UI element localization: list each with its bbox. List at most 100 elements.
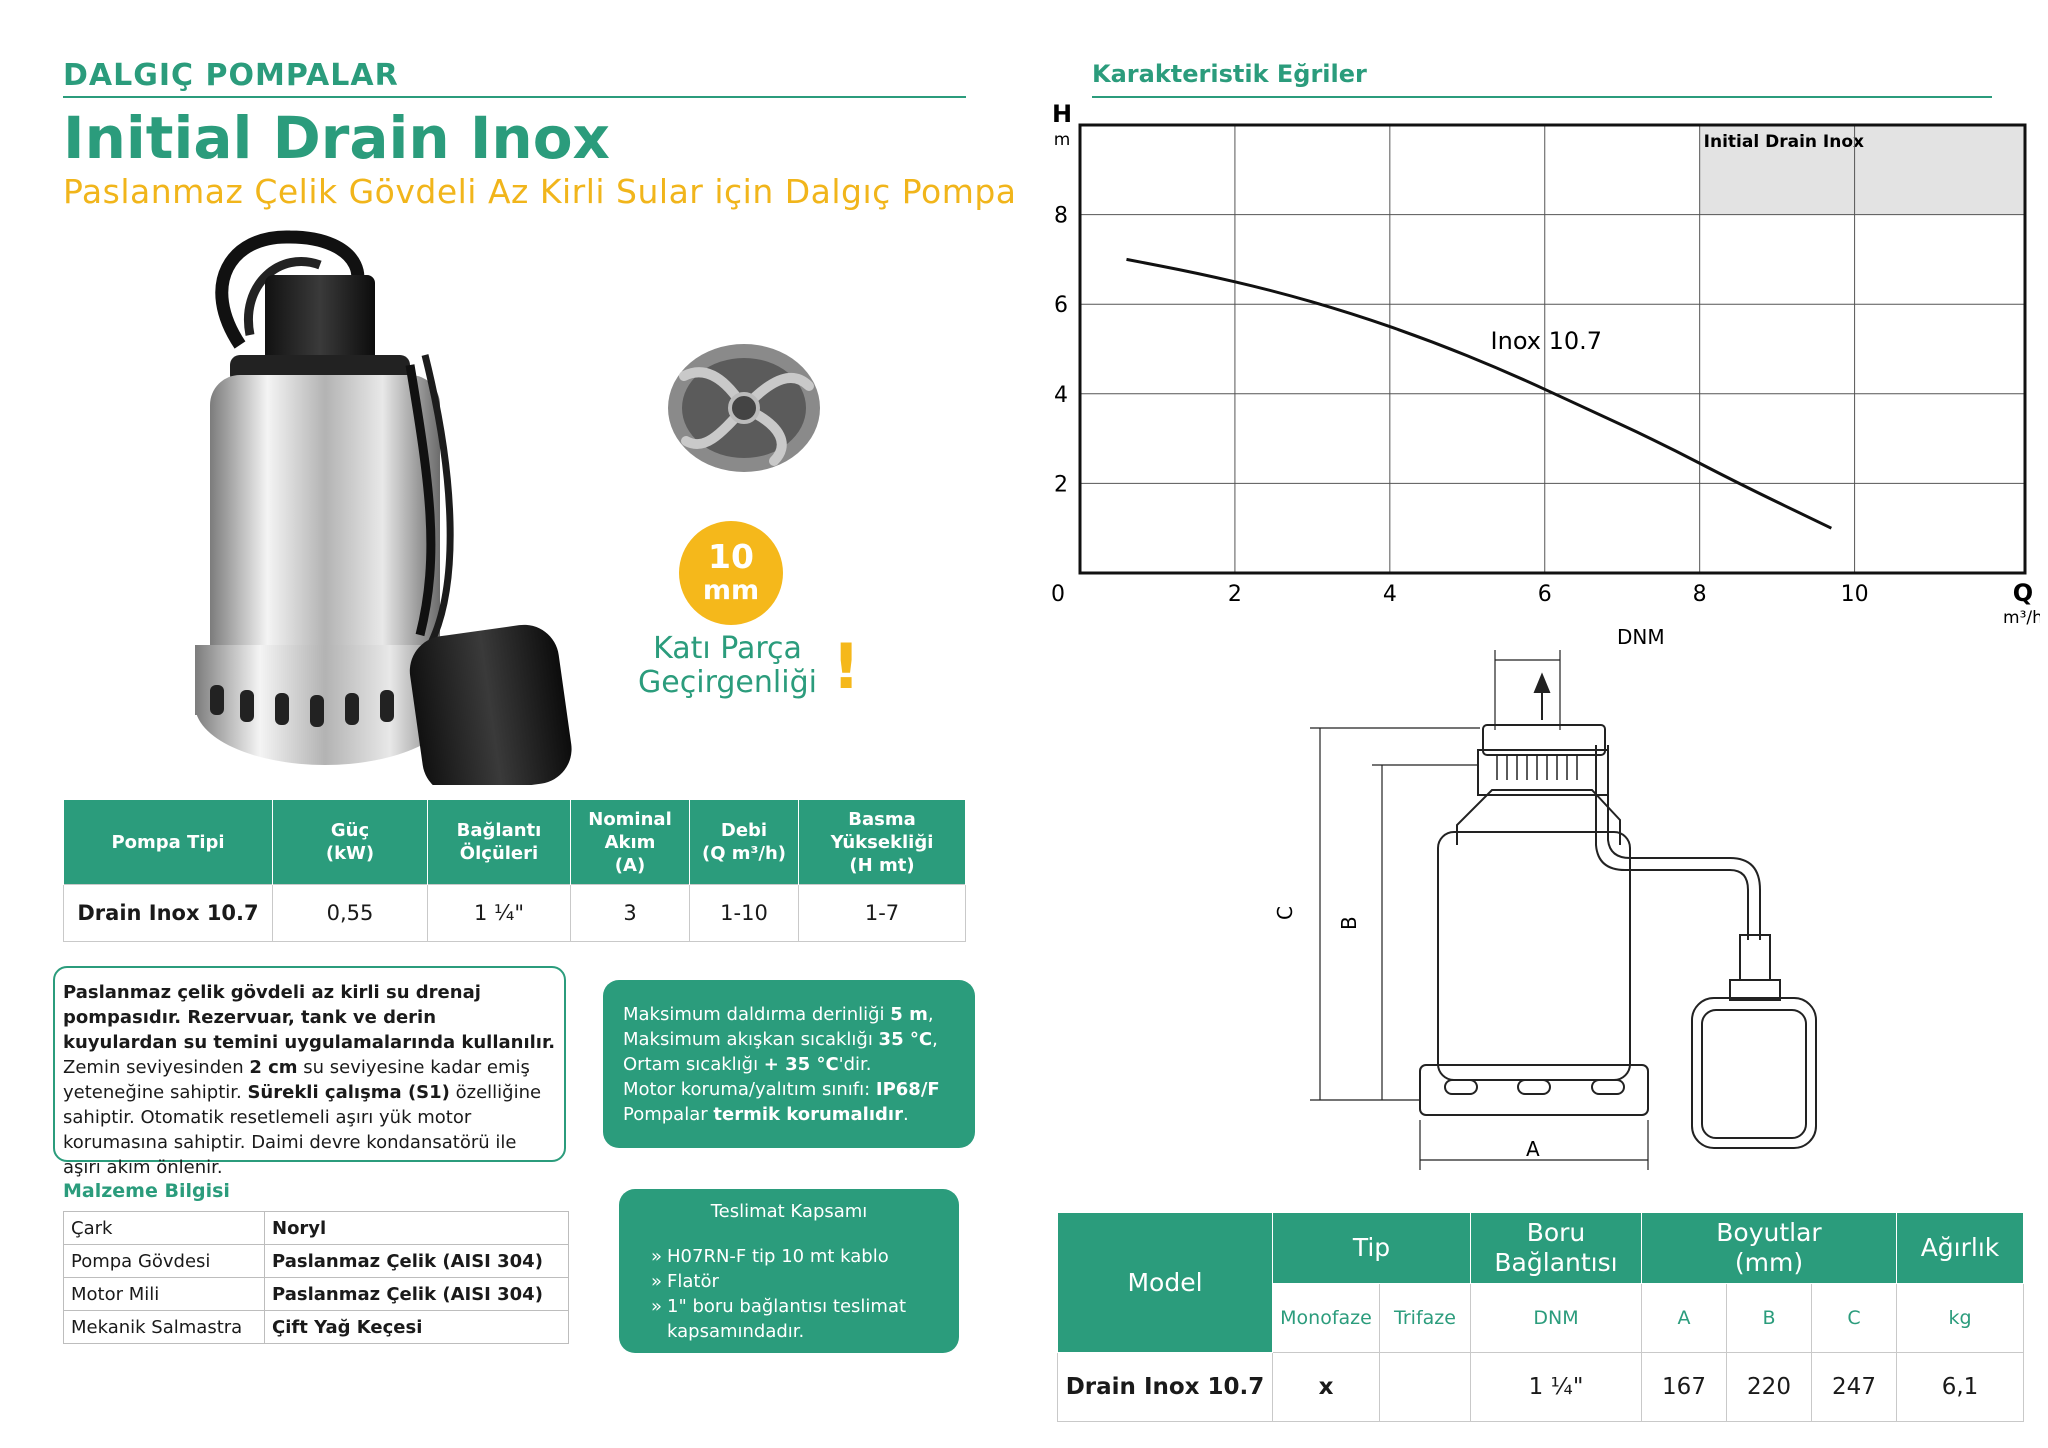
dims-cell-b: 220 xyxy=(1726,1352,1812,1422)
spec-header-head: Basma Yüksekliği(H mt) xyxy=(798,800,966,885)
desc-bold-2: 2 cm xyxy=(249,1057,298,1078)
y-tick-label: 8 xyxy=(1054,204,1068,229)
desc-text-2: su seviyesine kadar emiş yeteneğine sahi… xyxy=(63,1057,530,1103)
curves-title: Karakteristik Eğriler xyxy=(1092,60,1367,88)
description-card: Paslanmaz çelik gövdeli az kirli su dren… xyxy=(53,966,566,1178)
material-part: Motor Mili xyxy=(63,1277,265,1311)
list-item: H07RN-F tip 10 mt kablo xyxy=(635,1244,943,1269)
y-tick-label: 4 xyxy=(1054,383,1068,408)
operating-conditions-card: Maksimum daldırma derinliği 5 m, Maksimu… xyxy=(603,980,975,1148)
product-subtitle: Paslanmaz Çelik Gövdeli Az Kirli Sular i… xyxy=(63,172,1017,211)
list-item: 1" boru bağlantısı teslimat kapsamındadı… xyxy=(635,1294,943,1344)
x-axis-label: Q xyxy=(2013,579,2033,607)
material-part: Pompa Gövdesi xyxy=(63,1244,265,1278)
dims-subheader-row: Monofaze Trifaze DNM A B C kg xyxy=(1058,1283,2024,1353)
x-axis-unit: m³/h xyxy=(2003,608,2040,628)
dims-cell-dnm: 1 ¼" xyxy=(1470,1352,1642,1422)
dims-sub-mono: Monofaze xyxy=(1272,1283,1380,1353)
dim-label-b: B xyxy=(1337,916,1361,930)
dims-header-type: Tip xyxy=(1272,1212,1471,1284)
condition-line: Maksimum daldırma derinliği 5 m, xyxy=(623,1004,934,1025)
spec-header-flow: Debi(Q m³/h) xyxy=(689,800,799,885)
solids-size-badge: 10 mm xyxy=(679,521,783,625)
condition-line: Ortam sıcaklığı + 35 °C'dir. xyxy=(623,1054,872,1075)
desc-bold-1: Paslanmaz çelik gövdeli az kirli su dren… xyxy=(63,982,556,1053)
dim-label-dnm: DNM xyxy=(1617,625,1665,649)
delivery-list: H07RN-F tip 10 mt kablo Flatör 1" boru b… xyxy=(635,1244,943,1344)
x-tick-label: 0 xyxy=(1051,582,1065,607)
spec-cell-power: 0,55 xyxy=(272,884,428,942)
x-tick-label: 2 xyxy=(1228,582,1242,607)
header-divider xyxy=(63,96,966,98)
table-row: Drain Inox 10.7 x 1 ¼" 167 220 247 6,1 xyxy=(1057,1352,2024,1422)
y-axis-unit: m xyxy=(1054,130,1071,150)
exclamation-mark: ! xyxy=(832,630,861,703)
desc-text-3: özelliğine sahiptir. Otomatik resetlemel… xyxy=(63,1082,542,1178)
x-tick-label: 4 xyxy=(1383,582,1397,607)
dims-header-dimensions: Boyutlar(mm) xyxy=(1641,1212,1897,1284)
condition-line: Maksimum akışkan sıcaklığı 35 °C, xyxy=(623,1029,938,1050)
dims-cell-tri xyxy=(1379,1352,1471,1422)
condition-line: Pompalar termik korumalıdır. xyxy=(623,1104,909,1125)
material-part: Çark xyxy=(63,1211,265,1245)
spec-cell-connection: 1 ¼" xyxy=(427,884,571,942)
y-tick-label: 6 xyxy=(1054,293,1068,318)
dims-sub-a: A xyxy=(1641,1283,1727,1353)
impeller-image xyxy=(668,344,820,472)
material-part: Mekanik Salmastra xyxy=(63,1310,265,1344)
chart-title-box xyxy=(1699,125,2025,215)
dims-sub-tri: Trifaze xyxy=(1379,1283,1471,1353)
delivery-scope-card: Teslimat Kapsamı H07RN-F tip 10 mt kablo… xyxy=(619,1189,959,1353)
delivery-title: Teslimat Kapsamı xyxy=(710,1201,868,1222)
desc-text-1: Zemin seviyesinden xyxy=(63,1057,250,1078)
material-value: Paslanmaz Çelik (AISI 304) xyxy=(264,1277,569,1311)
dims-cell-kg: 6,1 xyxy=(1896,1352,2024,1422)
badge-value: 10 xyxy=(708,537,754,576)
dims-header-model: Model xyxy=(1057,1212,1273,1353)
chart-title: Initial Drain Inox xyxy=(1704,132,1864,152)
x-tick-label: 6 xyxy=(1538,582,1552,607)
spec-cell-flow: 1-10 xyxy=(689,884,799,942)
y-axis-label: H xyxy=(1052,100,1072,128)
spec-header-power: Güç(kW) xyxy=(272,800,428,885)
dims-header-weight: Ağırlık xyxy=(1896,1212,2024,1284)
dimension-drawing: DNM C B A xyxy=(1273,625,1817,1170)
table-row: Drain Inox 10.7 0,55 1 ¼" 3 1-10 1-7 xyxy=(63,884,966,942)
dims-cell-model: Drain Inox 10.7 xyxy=(1057,1352,1273,1422)
dim-label-a: A xyxy=(1526,1137,1540,1161)
dims-sub-b: B xyxy=(1726,1283,1812,1353)
solids-passage-label: Katı Parça Geçirgenliği xyxy=(620,632,835,700)
material-value: Noryl xyxy=(264,1211,569,1245)
desc-bold-3: Sürekli çalışma (S1) xyxy=(247,1082,450,1103)
spec-header-type: Pompa Tipi xyxy=(63,800,273,885)
dims-cell-c: 247 xyxy=(1811,1352,1897,1422)
product-title: Initial Drain Inox xyxy=(63,104,610,172)
material-value: Çift Yağ Keçesi xyxy=(264,1310,569,1344)
series-line xyxy=(1126,257,1833,530)
material-value: Paslanmaz Çelik (AISI 304) xyxy=(264,1244,569,1278)
x-tick-label: 8 xyxy=(1693,582,1707,607)
materials-title: Malzeme Bilgisi xyxy=(63,1180,230,1202)
y-tick-label: 2 xyxy=(1054,472,1068,497)
spec-cell-head: 1-7 xyxy=(798,884,966,942)
dims-cell-mono: x xyxy=(1272,1352,1380,1422)
condition-line: Motor koruma/yalıtım sınıfı: IP68/F xyxy=(623,1079,940,1100)
series-label: Inox 10.7 xyxy=(1491,327,1603,355)
category-label: DALGIÇ POMPALAR xyxy=(63,58,399,93)
x-tick-label: 10 xyxy=(1841,582,1869,607)
dims-cell-a: 167 xyxy=(1641,1352,1727,1422)
chart-frame xyxy=(1078,123,2027,575)
